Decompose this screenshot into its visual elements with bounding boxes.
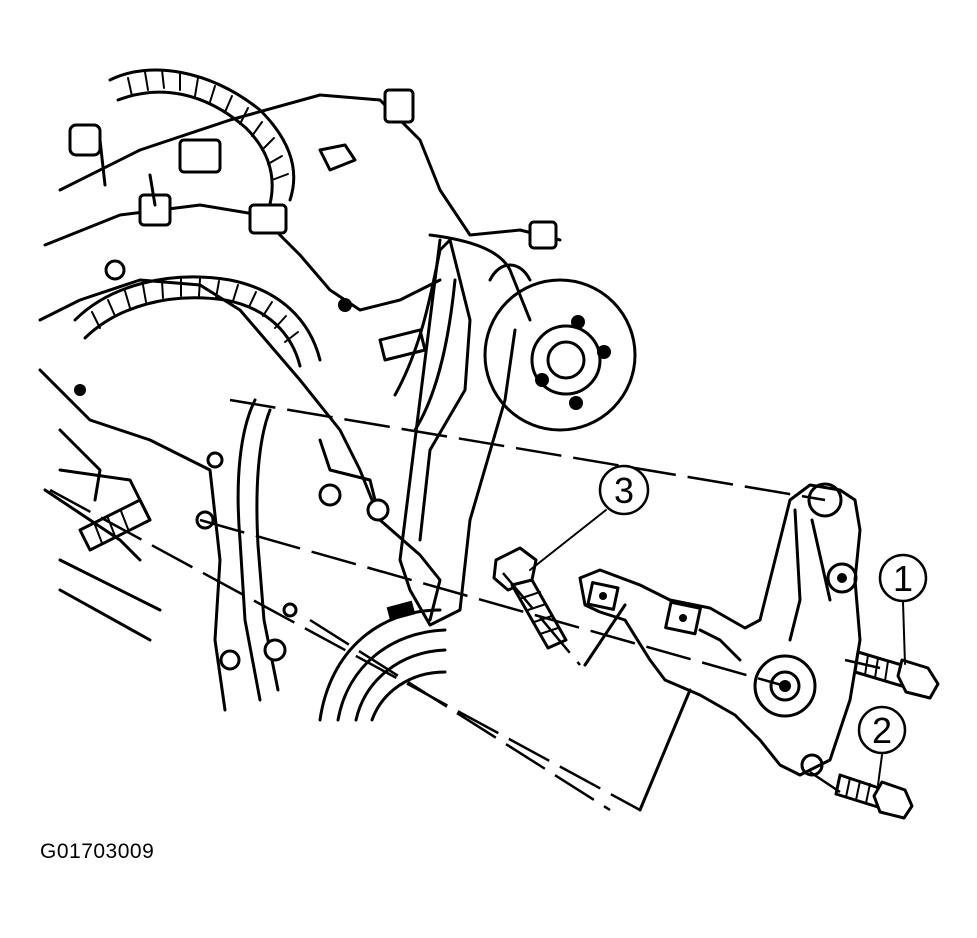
bolt-1 <box>853 650 940 700</box>
accessory-pulley <box>483 278 637 432</box>
mounting-bracket <box>578 482 862 777</box>
figure-id: G01703009 <box>40 840 155 863</box>
alignment-lines <box>49 398 881 812</box>
drive-belt <box>398 233 532 627</box>
callout-3: 3 <box>529 464 650 571</box>
crankshaft-pulley <box>318 600 447 722</box>
engine-upper-assembly <box>38 68 562 396</box>
lower-hose-ribs <box>91 278 299 343</box>
bolt-3 <box>492 546 568 650</box>
callout-1-label: 1 <box>893 558 913 599</box>
callout-3-label: 3 <box>614 470 634 511</box>
bolt-2 <box>834 773 914 820</box>
callout-1: 1 <box>878 553 928 665</box>
upper-hose-ribs <box>127 69 289 181</box>
engine-front-cover <box>38 238 472 712</box>
callout-2-label: 2 <box>872 710 892 751</box>
callout-2: 2 <box>857 705 907 786</box>
